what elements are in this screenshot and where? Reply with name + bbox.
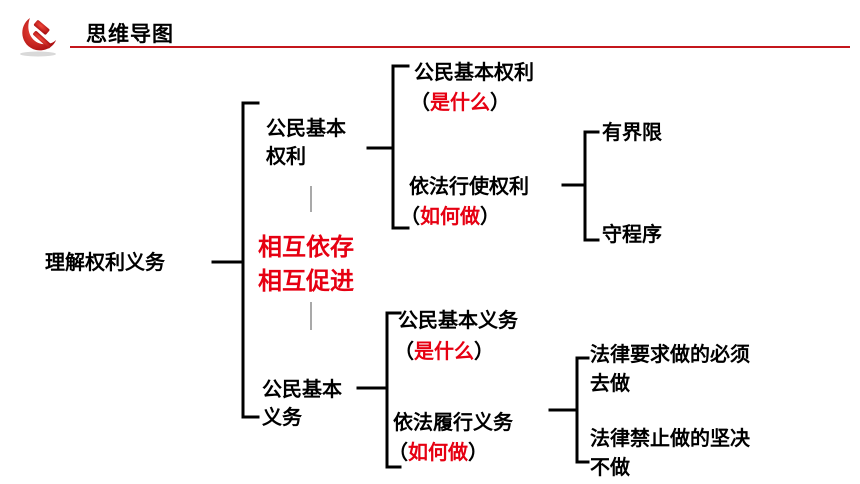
root-node: 理解权利义务 bbox=[45, 250, 165, 274]
header: 思维导图 bbox=[0, 0, 860, 64]
party-emblem-icon bbox=[14, 10, 62, 58]
duties-leaf-2-line-1: 法律禁止做的坚决 bbox=[590, 426, 750, 450]
rights-node-line-2: 权利 bbox=[266, 144, 306, 168]
duties-node-line-1: 公民基本 bbox=[262, 377, 342, 401]
duties-what-emphasis: 是什么 bbox=[414, 339, 474, 363]
header-divider bbox=[70, 46, 850, 48]
rights-leaf-1: 有界限 bbox=[602, 120, 662, 144]
relation-line-1: 相互依存 bbox=[258, 233, 354, 261]
duties-leaf-1-line-1: 法律要求做的必须 bbox=[590, 342, 750, 366]
duties-node-line-2: 义务 bbox=[262, 405, 302, 429]
relation-line-2: 相互促进 bbox=[258, 267, 354, 295]
duties-how-question: （如何做） bbox=[388, 440, 488, 464]
page-title: 思维导图 bbox=[86, 22, 174, 46]
rights-leaf-2: 守程序 bbox=[602, 222, 662, 246]
rights-what-question: （是什么） bbox=[410, 90, 510, 114]
duties-what-title: 公民基本义务 bbox=[398, 308, 518, 332]
duties-leaf-1-line-2: 去做 bbox=[590, 371, 630, 395]
duties-how-title: 依法履行义务 bbox=[393, 410, 513, 434]
duties-how-emphasis: 如何做 bbox=[408, 440, 468, 464]
rights-node-line-1: 公民基本 bbox=[266, 116, 346, 140]
rights-what-title: 公民基本权利 bbox=[414, 60, 534, 84]
rights-what-emphasis: 是什么 bbox=[430, 90, 490, 114]
rights-how-question: （如何做） bbox=[400, 204, 500, 228]
rights-how-emphasis: 如何做 bbox=[420, 204, 480, 228]
rights-how-title: 依法行使权利 bbox=[409, 174, 529, 198]
duties-leaf-2-line-2: 不做 bbox=[590, 455, 630, 479]
duties-what-question: （是什么） bbox=[394, 339, 494, 363]
